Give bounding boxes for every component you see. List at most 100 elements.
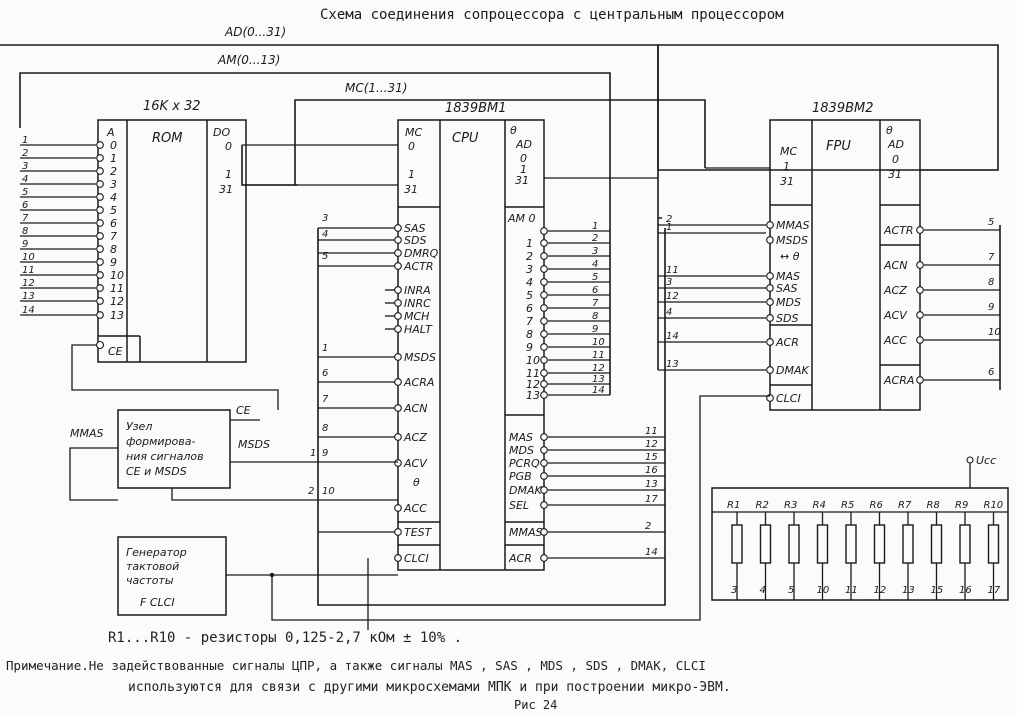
inverted-pin-bubble: [540, 486, 548, 494]
inverted-pin-bubble: [96, 284, 104, 292]
cpu-am-line-number: 5: [592, 272, 598, 283]
inverted-pin-bubble: [394, 378, 402, 386]
cpu-part-number: 1839ВМ1: [445, 101, 507, 116]
cpu-pin-acra: ACRA: [403, 376, 434, 389]
inverted-pin-bubble: [540, 291, 548, 299]
inverted-pin-bubble: [916, 311, 924, 319]
inverted-pin-bubble: [96, 206, 104, 214]
inverted-pin-bubble: [540, 239, 548, 247]
inverted-pin-bubble: [766, 284, 774, 292]
fpu-left-line-number: 1: [666, 222, 672, 233]
inverted-pin-bubble: [96, 154, 104, 162]
inverted-pin-bubble: [540, 252, 548, 260]
cpu-left-pins: SASSDSDMRQACTRINRAINRCMCHHALTMSDSACRAACN…: [318, 213, 439, 565]
cpu-acc-theta: θ: [413, 476, 420, 489]
rom-addr-pin: 1: [110, 152, 117, 165]
fpu-pin-acra: ACRA: [883, 374, 914, 387]
cpu-pin-inrc: INRC: [404, 297, 431, 310]
resistor-body: [987, 524, 1000, 564]
cpu-right-line-number: 2: [645, 521, 651, 532]
former-msds-label: MSDS: [238, 438, 270, 451]
cpu-pin-acn: ACN: [403, 402, 427, 415]
inverted-pin-bubble: [96, 219, 104, 227]
resistor-line-number: 4: [760, 585, 766, 596]
rom-addr-pin: 5: [110, 204, 117, 217]
resistor-body: [731, 524, 743, 564]
inverted-pin-bubble: [96, 311, 104, 319]
fpu-pin-acn: ACN: [883, 259, 907, 272]
cpu-left-line-number: 5: [322, 251, 328, 262]
rom-addr-line-number: 13: [22, 291, 35, 302]
resistor-r5: R5: [841, 500, 854, 511]
cpu-pin-pcrq: PCRQ: [509, 457, 540, 470]
fpu-theta: θ: [886, 124, 893, 137]
cpu-pin-sel: SEL: [509, 499, 529, 512]
cpu-pin-acv: ACV: [403, 457, 428, 470]
rom-do-header: DO: [213, 126, 230, 139]
resistor-line-number: 12: [874, 585, 887, 596]
inverted-pin-bubble: [766, 221, 774, 229]
cpu-pin-mas: MAS: [509, 431, 533, 444]
resistor-r3: R3: [784, 500, 797, 511]
cpu-pin-clci: CLCI: [404, 552, 429, 565]
fpu-left-line-number: 12: [666, 291, 679, 302]
rom-addr-header: A: [106, 126, 115, 139]
cpu-right-line-number: 17: [645, 494, 658, 505]
inverted-pin-bubble: [96, 180, 104, 188]
inverted-pin-bubble: [916, 226, 924, 234]
resistor-line-number: 17: [988, 585, 1001, 596]
inverted-pin-bubble: [540, 380, 548, 388]
cpu-right-line-number: 11: [645, 426, 658, 437]
fpu-ad-0: 0: [892, 153, 899, 166]
cpu-ad-0: 0: [520, 152, 527, 165]
inverted-pin-bubble: [540, 356, 548, 364]
bus-ad: AD(0...31): [0, 25, 999, 219]
rom-size: 16K x 32: [143, 99, 201, 114]
cpu-pin-mmas: MMAS: [509, 526, 543, 539]
cpu-pin-sds: SDS: [404, 234, 426, 247]
rom-do-1: 1: [225, 168, 232, 181]
inverted-pin-bubble: [394, 325, 402, 333]
cpu-am-pin: 9: [526, 341, 533, 354]
clock-label-line: Генератор: [126, 546, 187, 559]
cpu-right-line-number: 12: [645, 439, 658, 450]
cpu-left-line-number: 4: [322, 229, 328, 240]
fpu-right-line-number: 9: [988, 302, 994, 313]
fpu-pin-clci: CLCI: [776, 392, 801, 405]
resistor-r6: R6: [870, 500, 883, 511]
cpu-am-line-number: 9: [592, 324, 598, 335]
fpu-mc-1: 1: [783, 160, 790, 173]
resistor-r4: R4: [813, 500, 826, 511]
fpu-pin-actr: ACTR: [883, 224, 914, 237]
inverted-pin-bubble: [916, 286, 924, 294]
rom-addr-line-number: 2: [22, 148, 28, 159]
cpu-am-line-number: 6: [592, 285, 598, 296]
fpu-left-line-number: 4: [666, 307, 672, 318]
cpu-pin-sas: SAS: [404, 222, 426, 235]
resistor-body: [816, 524, 829, 564]
cpu-pin-acc: ACC: [403, 502, 427, 515]
rom-addr-pin: 0: [110, 139, 117, 152]
clock-sub-label: F CLCI: [140, 596, 175, 609]
inverted-pin-bubble: [96, 271, 104, 279]
figure-caption: Рис 24: [514, 698, 558, 712]
fpu-right-line-number: 6: [988, 367, 994, 378]
cpu-pin-dmrq: DMRQ: [404, 247, 439, 260]
fpu-pin-mas: MAS: [776, 270, 800, 283]
cpu-am-line-number: 7: [592, 298, 599, 309]
cpu-pin-acz: ACZ: [403, 431, 427, 444]
bus-am: AM(0...13): [19, 53, 611, 395]
fpu-right-line-number: 10: [988, 327, 1001, 338]
remark-line-1: Примечание.Не задействованные сигналы ЦП…: [6, 658, 706, 673]
resistor-body: [873, 524, 886, 564]
rom-addr-line-number: 14: [22, 305, 35, 316]
resistor-line-number: 15: [931, 585, 944, 596]
inverted-pin-bubble: [540, 501, 548, 509]
inverted-pin-bubble: [540, 433, 548, 441]
cpu-am-pin: 3: [526, 263, 533, 276]
